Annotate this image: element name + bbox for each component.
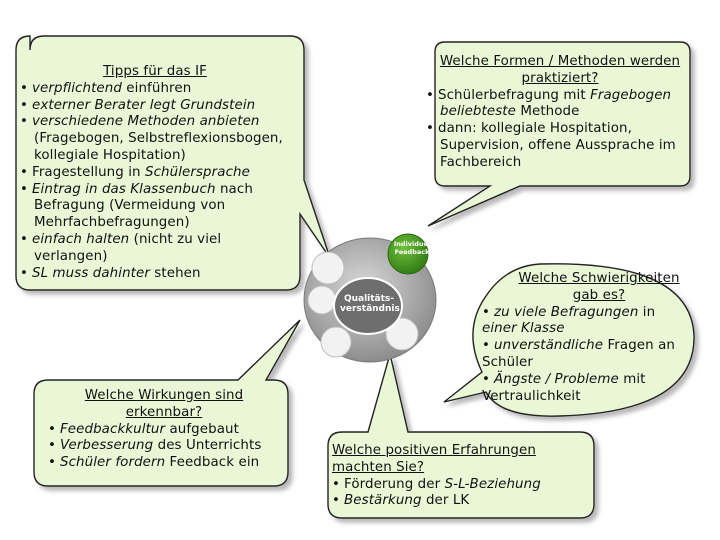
list-item-text: Schülersprache [144, 164, 250, 180]
list-item-text: Fachbereich [440, 154, 522, 170]
list-item-text: Ängste / Probleme [494, 371, 619, 387]
list-item: zu viele Befragungen in [482, 305, 694, 322]
hub-tag-individual-feedback: Individuel Feedback [393, 240, 431, 256]
list-item-text: in [638, 304, 656, 320]
list-item-text: einfach halten [32, 231, 130, 247]
list-item: unverständliche Fragen an [482, 338, 694, 355]
tipps-text: Tipps für das IF verpflichtend einführen… [20, 64, 302, 282]
formen-text: Welche Formen / Methoden werden praktizi… [426, 54, 692, 172]
list-item: verpflichtend einführen [20, 81, 302, 98]
wirkungen-text: Welche Wirkungen sind erkennbar? Feedbac… [48, 388, 284, 472]
tipps-title: Tipps für das IF [103, 64, 207, 79]
list-item-text: Fragen an [603, 338, 675, 354]
list-item-text: externer Berater legt Grundstein [32, 97, 256, 113]
list-item: Schülerbefragung mit Fragebogen [426, 88, 692, 105]
list-item-text: verlangen) [34, 248, 108, 264]
list-item-continuation: Befragung (Vermeidung von [20, 198, 302, 215]
list-item-continuation: Fachbereich [426, 155, 692, 172]
list-item: Ängste / Probleme mit [482, 372, 694, 389]
list-item-text: Mehrfachbefragungen) [34, 215, 190, 231]
list-item: Schüler fordern Feedback ein [48, 455, 284, 472]
list-item-text: Verbesserung [60, 438, 154, 454]
list-item: verschiedene Methoden anbieten [20, 114, 302, 131]
schwierig-title: Welche Schwierigkeiten gab es? [518, 271, 680, 303]
list-item-text: einführen [121, 80, 192, 96]
positiv-title: Welche positiven Erfahrungen machten Sie… [332, 443, 536, 475]
list-item: externer Berater legt Grundstein [20, 98, 302, 115]
list-item-continuation: Supervision, offene Aussprache im [426, 138, 692, 155]
list-item-text: (nicht zu viel [129, 231, 222, 247]
list-item-text: Bestärkung [344, 493, 422, 509]
list-item-text: aufgebaut [165, 421, 239, 437]
schwierig-text: Welche Schwierigkeiten gab es? zu viele … [482, 271, 694, 405]
list-item-text: S-L-Beziehung [444, 476, 541, 492]
positiv-list: Förderung der S-L-BeziehungBestärkung de… [332, 477, 594, 511]
list-item-continuation: beliebteste Methode [426, 104, 692, 121]
list-item-text: Fragebogen [590, 87, 672, 103]
list-item-text: Fragestellung in [32, 164, 145, 180]
list-item-continuation: kollegiale Hospitation) [20, 148, 302, 165]
list-item: Verbesserung des Unterrichts [48, 438, 284, 455]
list-item-continuation: Vertraulichkeit [482, 389, 694, 406]
formen-list: Schülerbefragung mit Fragebogenbeliebtes… [426, 88, 692, 172]
hub-center-label: Qualitäts- verständnis [340, 294, 400, 314]
positiv-text: Welche positiven Erfahrungen machten Sie… [332, 443, 594, 510]
list-item-text: Schüler [482, 354, 533, 370]
list-item: Förderung der S-L-Beziehung [332, 477, 594, 494]
list-item-text: Befragung (Vermeidung von [34, 198, 226, 214]
list-item-text: einer Klasse [482, 321, 565, 337]
list-item-continuation: Mehrfachbefragungen) [20, 215, 302, 232]
list-item-text: Schüler fordern [60, 455, 166, 471]
list-item-text: Vertraulichkeit [482, 388, 581, 404]
list-item: dann: kollegiale Hospitation, [426, 121, 692, 138]
list-item-continuation: verlangen) [20, 249, 302, 266]
list-item-text: verschiedene Methoden anbieten [32, 114, 260, 130]
list-item: Fragestellung in Schülersprache [20, 165, 302, 182]
list-item-text: Förderung [344, 476, 414, 492]
list-item-text: SL muss dahinter [32, 265, 150, 281]
list-item-text: unverständliche [494, 338, 604, 354]
list-item-text: zu viele Befragungen [494, 304, 639, 320]
list-item-text: kollegiale Hospitation) [34, 147, 186, 163]
tipps-list: verpflichtend einführenexterner Berater … [20, 81, 302, 283]
list-item-text: dann: kollegiale Hospitation, [438, 121, 632, 137]
list-item-continuation: einer Klasse [482, 321, 694, 338]
list-item: einfach halten (nicht zu viel [20, 232, 302, 249]
list-item-text: Methode [515, 104, 580, 120]
list-item-text: Supervision, offene Aussprache im [440, 137, 676, 153]
list-item-continuation: Schüler [482, 355, 694, 372]
list-item-continuation: (Fragebogen, Selbstreflexionsbogen, [20, 131, 302, 148]
list-item: SL muss dahinter stehen [20, 266, 302, 283]
list-item-text: des Unterrichts [153, 438, 262, 454]
list-item-text: verpflichtend [32, 80, 122, 96]
list-item-text: Feedbackkultur [60, 421, 166, 437]
formen-title: Welche Formen / Methoden werden praktizi… [439, 54, 681, 86]
list-item-text: mit [618, 371, 646, 387]
list-item: Feedbackkultur aufgebaut [48, 422, 284, 439]
wirkungen-title: Welche Wirkungen sind erkennbar? [84, 388, 244, 420]
list-item: Eintrag in das Klassenbuch nach [20, 182, 302, 199]
list-item-text: Schülerbefragung mit [438, 87, 591, 103]
list-item-text: Eintrag in das Klassenbuch [32, 181, 216, 197]
wirkungen-list: Feedbackkultur aufgebautVerbesserung des… [48, 422, 284, 472]
list-item-text: der [413, 476, 445, 492]
list-item-text: der LK [421, 493, 470, 509]
list-item-text: beliebteste [440, 104, 516, 120]
quality-hub-graphic [303, 233, 437, 363]
list-item-text: (Fragebogen, Selbstreflexionsbogen, [34, 131, 283, 147]
list-item-text: nach [215, 181, 253, 197]
list-item-text: stehen [149, 265, 201, 281]
list-item-text: Feedback ein [165, 455, 260, 471]
list-item: Bestärkung der LK [332, 493, 594, 510]
